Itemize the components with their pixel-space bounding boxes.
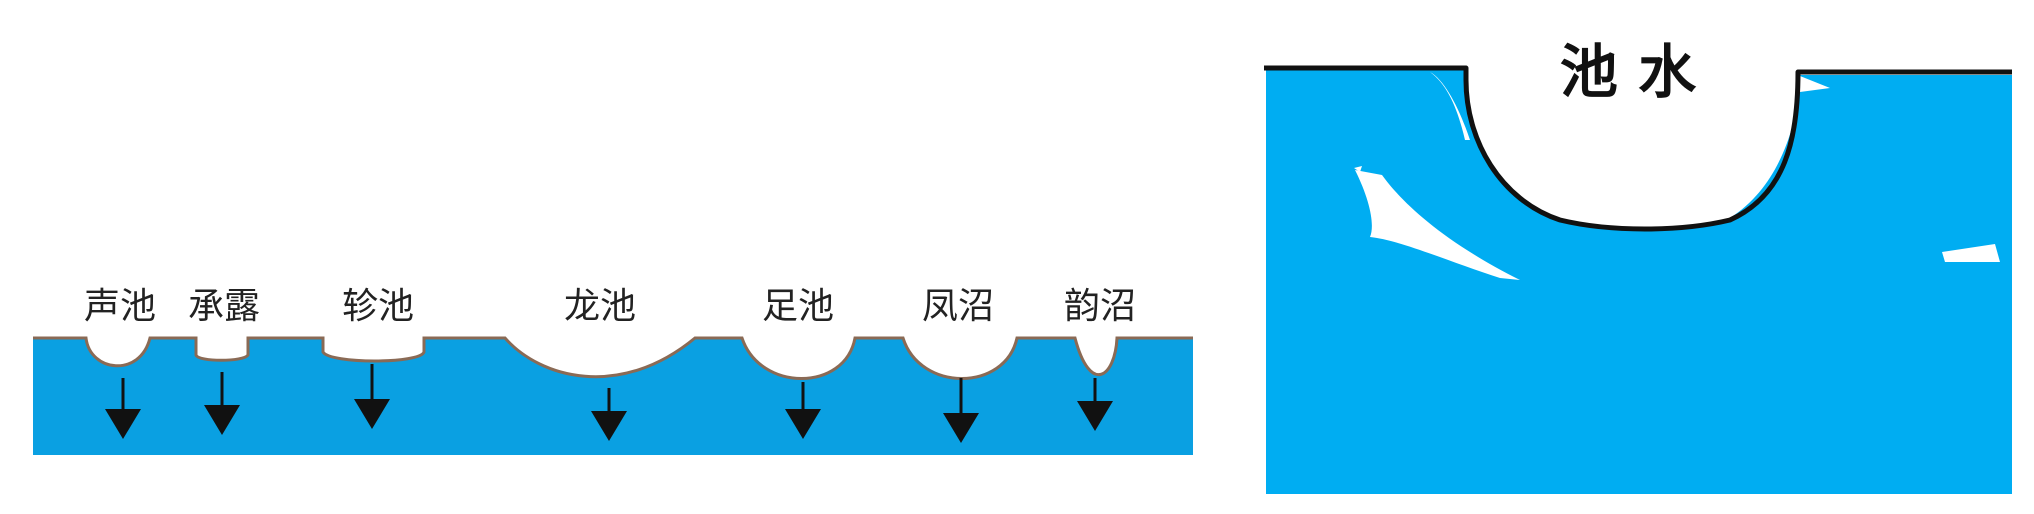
- water-body: [33, 338, 1193, 455]
- label-zuchi: 足池: [762, 286, 834, 327]
- pool-outline: [1264, 65, 2012, 232]
- label-chenglu: 承露: [188, 286, 260, 327]
- water-highlight-dot: [1354, 166, 1362, 172]
- pool-water: [1266, 68, 2012, 494]
- label-fengzhao: 凤沼: [922, 286, 994, 327]
- pool-label: 池 水: [1560, 38, 1697, 106]
- label-shengchi: 声池: [84, 286, 156, 327]
- water-highlight-left: [1355, 170, 1520, 280]
- label-yunzhao: 韵沼: [1064, 286, 1136, 327]
- rim-highlight-left: [1430, 72, 1470, 140]
- rim-highlight-right: [1800, 76, 1830, 92]
- label-longchi: 龙池: [564, 286, 636, 327]
- surface-line: [33, 336, 1193, 380]
- water-highlight-right: [1942, 244, 2000, 262]
- label-zhenchi: 轸池: [342, 286, 414, 327]
- pits-diagram: 声池 承露 轸池 龙池 足池 凤沼 韵沼: [33, 286, 1193, 455]
